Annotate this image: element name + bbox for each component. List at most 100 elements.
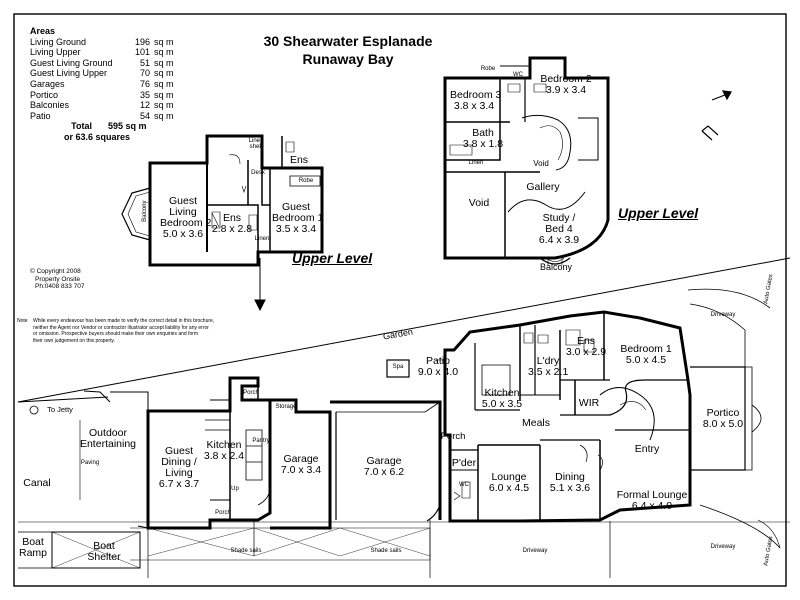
- areas-heading: Areas: [30, 26, 56, 36]
- room-label: Ramp: [18, 547, 47, 560]
- room-laundry: L'dry 3.5 x 2.1: [528, 355, 568, 378]
- room-entry: Entry: [634, 443, 660, 455]
- canal-label: Canal: [23, 477, 51, 489]
- copyright-line: © Copyright 2008: [30, 268, 81, 275]
- page-frame: [13, 13, 787, 587]
- room-label: Boat: [93, 540, 115, 552]
- room-kitchen: Kitchen 5.0 x 3.5: [478, 387, 526, 410]
- room-garage-2: Garage 7.0 x 6.2: [356, 455, 412, 479]
- main-balcony-label: Balcony: [539, 262, 573, 272]
- room-label: Lounge: [491, 471, 527, 483]
- main-wc-label: WC: [513, 72, 523, 78]
- room-guest-dining: Guest Dining / Living 6.7 x 3.7: [156, 445, 202, 491]
- room-label: Portico: [706, 407, 740, 419]
- room-dims: 5.1 x 3.6: [549, 482, 591, 495]
- room-label: Study /: [542, 212, 576, 224]
- room-label: Dining /: [161, 456, 197, 469]
- room-label: Shelter: [87, 551, 121, 564]
- area-unit: sq m: [154, 78, 174, 89]
- copyright: © Copyright 2008 Property Onsite Ph:0408…: [30, 268, 85, 291]
- room-dims: 7.0 x 3.4: [280, 464, 322, 477]
- room-label: Guest: [164, 445, 193, 457]
- area-value: 35: [139, 89, 150, 100]
- shade-sails-b-label: Shade sails: [370, 548, 402, 554]
- up-label: Up: [231, 486, 239, 492]
- room-void-small: Void: [533, 159, 549, 168]
- boat-shelter-label: Boat Shelter: [86, 540, 122, 564]
- wc-label: WC: [459, 482, 469, 488]
- room-dims: 9.0 x 4.0: [417, 366, 459, 379]
- room-guest-ensuite-upper: Ens: [289, 154, 309, 166]
- room-dims: 6.7 x 3.7: [158, 478, 200, 491]
- room-label: Bedroom 1: [272, 212, 324, 225]
- room-dims: 5.0 x 3.6: [162, 228, 204, 241]
- room-dims: 2.8 x 2.8: [211, 223, 253, 236]
- room-guest-bedroom-1: Guest Bedroom 1 3.5 x 3.4: [272, 201, 324, 235]
- room-dims: 3.9 x 3.4: [545, 84, 587, 97]
- note-line: their own judgement on this property.: [33, 337, 115, 344]
- driveway-a-label: Driveway: [710, 312, 736, 318]
- area-unit: sq m: [154, 36, 174, 47]
- room-bedroom-1: Bedroom 1 5.0 x 4.5: [618, 343, 674, 367]
- area-unit: sq m: [154, 89, 174, 100]
- boat-ramp-label: Boat Ramp: [18, 536, 48, 560]
- room-dims: 5.0 x 4.5: [625, 354, 667, 367]
- room-bedroom-3: Bedroom 3 3.8 x 3.4: [450, 89, 501, 112]
- to-jetty-label: To Jetty: [47, 405, 73, 414]
- driveway-c-label: Driveway: [710, 544, 736, 550]
- area-value: 196: [134, 36, 150, 47]
- room-label: Formal Lounge: [616, 489, 688, 501]
- copyright-line: Ph:0408 833 707: [35, 283, 85, 291]
- copyright-line: Property Onsite: [35, 275, 81, 283]
- room-meals: Meals: [521, 417, 550, 429]
- area-unit: sq m: [154, 57, 174, 68]
- area-name: Living Ground: [30, 36, 87, 47]
- site-boundary: [17, 257, 791, 529]
- note-label: Note: [17, 318, 28, 324]
- room-label: Bed 4: [545, 223, 573, 236]
- room-label: Entertaining: [79, 438, 137, 451]
- room-patio: Patio 9.0 x 4.0: [412, 355, 464, 379]
- area-unit: sq m: [154, 68, 174, 79]
- room-bath: Bath 3.8 x 1.8: [460, 127, 506, 150]
- main-linen-label: Linen: [468, 160, 484, 166]
- area-squares: or 63.6 squares: [64, 131, 131, 142]
- room-label: Kitchen: [484, 387, 520, 399]
- room-dims: 7.0 x 6.2: [363, 466, 405, 479]
- room-label: Dining: [555, 471, 585, 483]
- guest-robe-label: Robe: [298, 178, 314, 184]
- disclaimer-note: Note While every endeavour has been made…: [17, 318, 214, 344]
- room-void-large: Void: [468, 197, 490, 209]
- area-row: Living Ground 196 sq m: [30, 37, 174, 48]
- area-value: 51: [139, 57, 150, 68]
- title-address: 30 Shearwater Esplanade: [263, 33, 433, 49]
- area-name: Guest Living Ground: [30, 57, 113, 68]
- note-line: neither the Agent nor Vendor or contract…: [33, 324, 209, 331]
- main-upper-level-label: Upper Level: [618, 205, 699, 221]
- guest-upper-level-label: Upper Level: [292, 250, 373, 266]
- area-value: 76: [139, 78, 150, 89]
- room-label: Patio: [426, 355, 450, 367]
- room-label: Bedroom 2: [160, 217, 212, 230]
- room-label: Kitchen: [206, 439, 242, 451]
- room-label: Ens: [222, 212, 242, 224]
- room-bedroom-2: Bedroom 2 3.9 x 3.4: [540, 73, 592, 97]
- room-label: Ens: [576, 335, 596, 347]
- guest-balcony-label: Balcony: [141, 200, 148, 222]
- paving-label: Paving: [80, 460, 100, 466]
- room-label: Bedroom 1: [620, 343, 672, 355]
- north-arrow-icon: [701, 90, 732, 141]
- room-dims: 3.0 x 2.9: [565, 346, 607, 359]
- area-unit: sq m: [154, 110, 174, 121]
- room-label: L'dry: [536, 355, 560, 367]
- room-label: Outdoor: [89, 427, 127, 439]
